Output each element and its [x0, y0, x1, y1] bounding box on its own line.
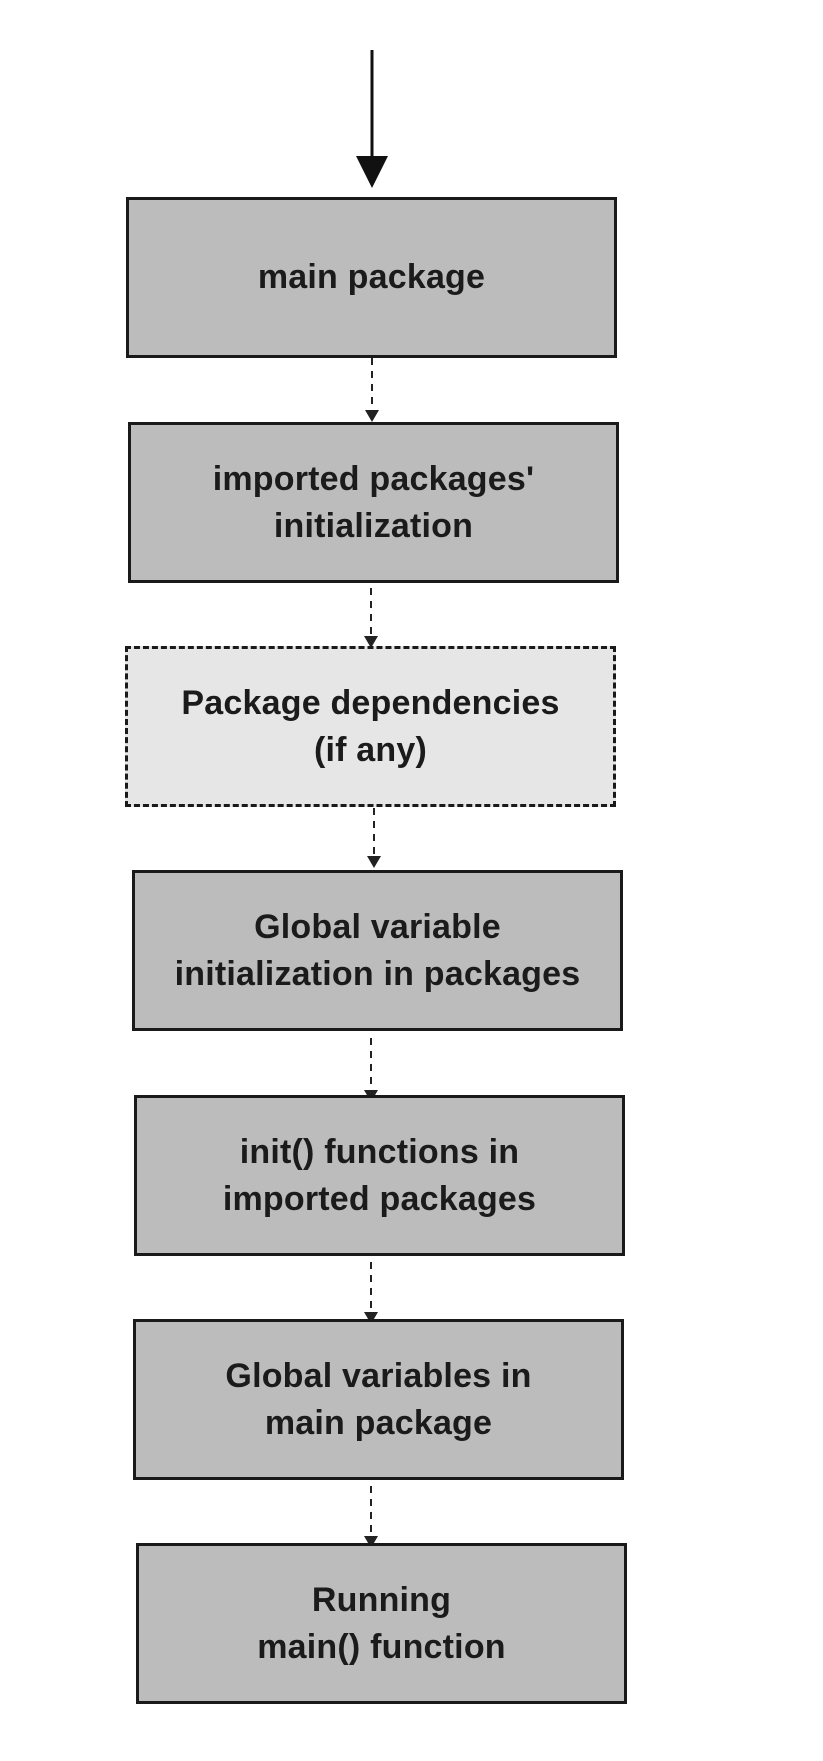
step-imported-packages-initialization: imported packages' initialization: [128, 422, 619, 583]
step-global-variable-initialization: Global variable initialization in packag…: [132, 870, 623, 1031]
connector-4: [364, 1038, 378, 1102]
step-label: Global variable initialization in packag…: [174, 907, 581, 993]
step-label: Package dependencies (if any): [181, 683, 560, 769]
connector-2: [364, 588, 378, 648]
entry-arrowhead: [356, 156, 388, 188]
step-init-functions: init() functions in imported packages: [134, 1095, 625, 1256]
connector-3: [367, 808, 381, 868]
step-main-package: main package: [126, 197, 617, 358]
step-global-variables-main: Global variables in main package: [133, 1319, 624, 1480]
step-label: imported packages' initialization: [212, 459, 535, 545]
connector-5: [364, 1262, 378, 1324]
step-label: main package: [257, 258, 486, 296]
connector-1: [365, 358, 379, 422]
step-package-dependencies: Package dependencies (if any): [125, 646, 616, 807]
step-label: Global variables in main package: [225, 1356, 532, 1442]
step-label: init() functions in imported packages: [222, 1132, 537, 1218]
connector-6: [364, 1486, 378, 1548]
step-running-main-function: Running main() function: [136, 1543, 627, 1704]
step-label: Running main() function: [257, 1580, 506, 1666]
